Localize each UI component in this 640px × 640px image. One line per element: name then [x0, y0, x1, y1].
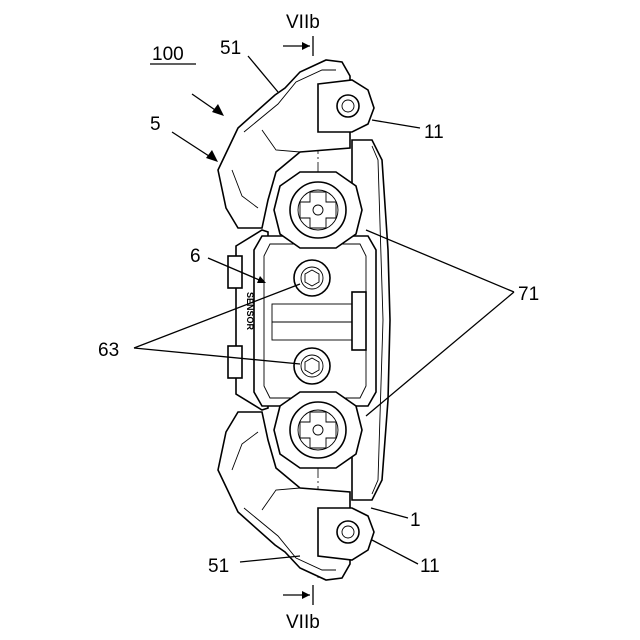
ref-label-51-top: 51 [220, 38, 241, 59]
screw-housing-bottom [274, 392, 362, 468]
screw-upper [294, 260, 330, 296]
ref-label-1: 1 [410, 510, 421, 531]
ref-label-5: 5 [150, 114, 161, 135]
ref-label-11-top: 11 [424, 122, 444, 143]
ref-label-11-bottom: 11 [420, 556, 440, 577]
screw-housing-top [274, 172, 362, 248]
ref-label-71: 71 [518, 284, 539, 305]
ref-label-63: 63 [98, 340, 119, 361]
ref-label-100: 100 [152, 44, 184, 65]
lug-bottom [318, 508, 374, 560]
right-rib [352, 292, 366, 350]
ref-label-6: 6 [190, 246, 201, 267]
section-label-top: VIIb [286, 12, 320, 33]
section-mark-top [283, 36, 313, 56]
ref-label-51-bottom: 51 [208, 556, 229, 577]
section-label-bottom: VIIb [286, 612, 320, 633]
lug-top [318, 80, 374, 132]
button-lower [228, 346, 242, 378]
screw-lower [294, 348, 330, 384]
section-mark-bottom [283, 585, 313, 605]
